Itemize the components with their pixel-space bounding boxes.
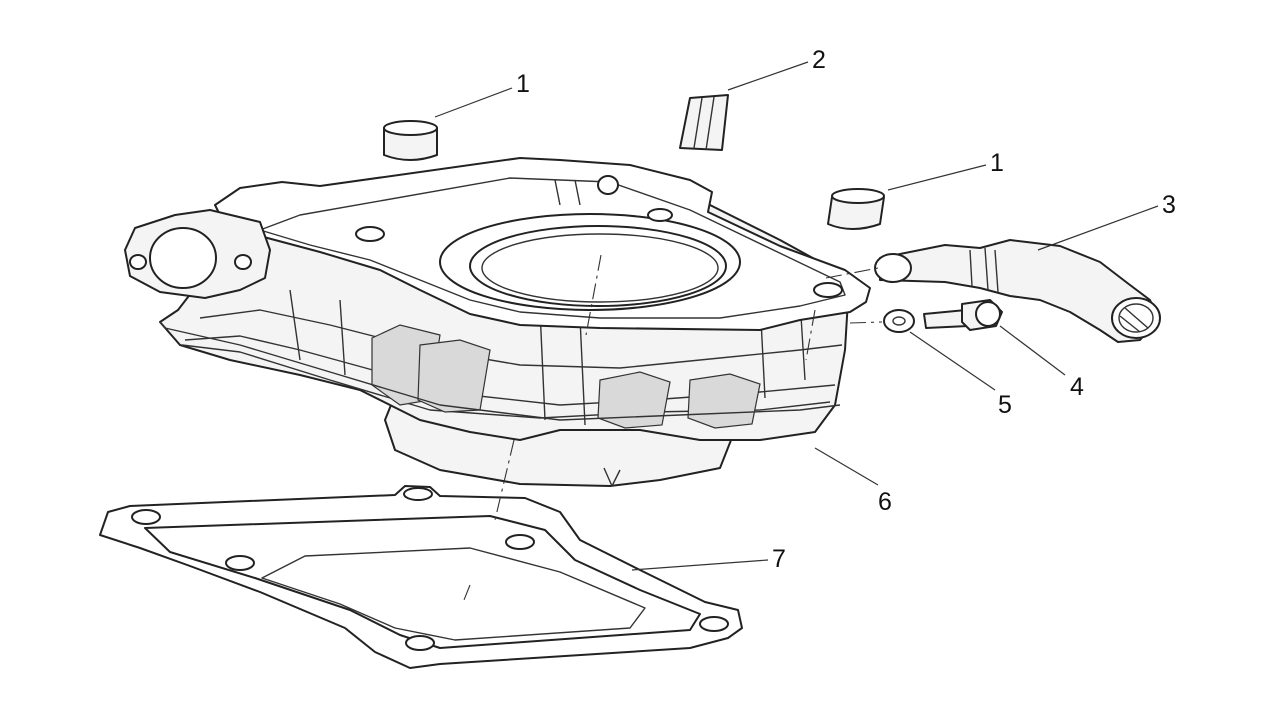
flange-bolt [923, 299, 1003, 331]
callout-labels: 1 2 1 3 4 5 6 7 [516, 46, 1176, 573]
callout-5: 5 [998, 391, 1012, 419]
leader-lines [434, 61, 1159, 571]
callout-1-top: 1 [516, 70, 530, 98]
callout-6: 6 [878, 488, 892, 516]
cylinder-block [124, 157, 871, 487]
chain-guide [679, 94, 729, 151]
dowel-pin-right [827, 188, 885, 230]
callout-2: 2 [812, 46, 826, 74]
callout-3: 3 [1162, 191, 1176, 219]
coolant-elbow-pipe [874, 239, 1161, 343]
dowel-pin-top [383, 120, 438, 161]
base-gasket [99, 485, 743, 669]
callout-4: 4 [1070, 373, 1084, 401]
callout-7: 7 [772, 545, 786, 573]
washer [883, 309, 915, 333]
assembly-axes [463, 254, 883, 601]
callout-1-right: 1 [990, 149, 1004, 177]
